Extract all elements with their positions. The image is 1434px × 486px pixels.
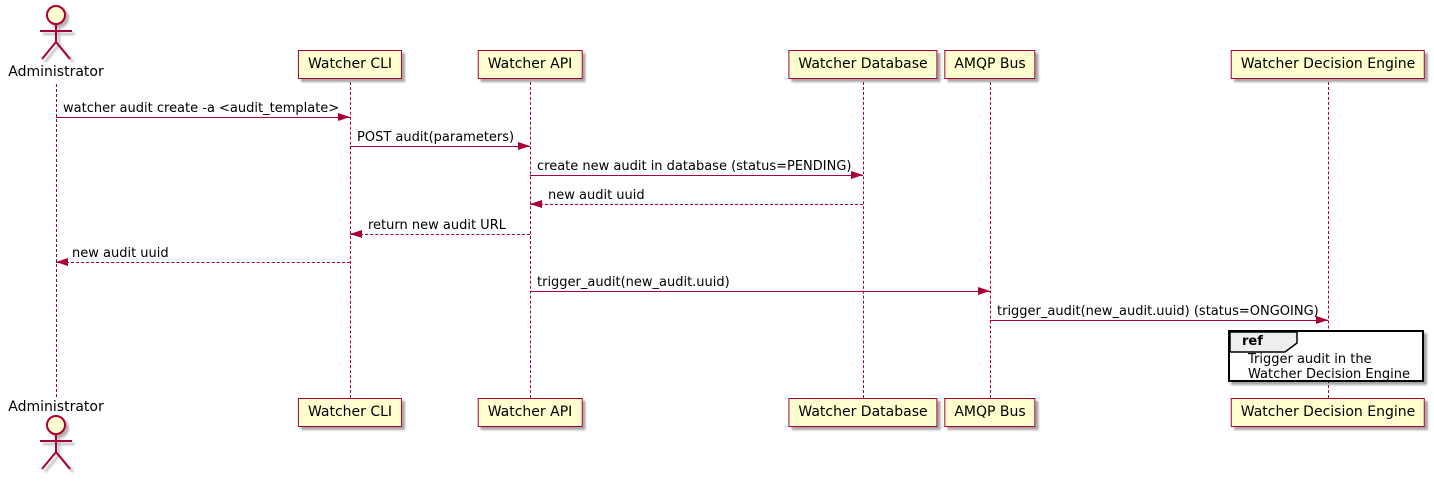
message-1-line — [56, 117, 350, 118]
ref-text-line-1: Trigger audit in the — [1248, 352, 1372, 367]
ref-keyword: ref — [1242, 334, 1263, 349]
ref-text-line-2: Watcher Decision Engine — [1248, 367, 1410, 382]
message-8-label: trigger_audit(new_audit.uuid) (status=ON… — [997, 304, 1319, 319]
participant-bottom-watcher-api: Watcher API — [477, 398, 583, 427]
participant-bottom-watcher-database: Watcher Database — [788, 398, 938, 427]
participant-top-watcher-api: Watcher API — [477, 50, 583, 79]
message-5-line — [350, 234, 530, 235]
lifeline-watcher-decision-engine — [1328, 82, 1329, 398]
participant-bottom-amqp-bus: AMQP Bus — [944, 398, 1036, 427]
participant-bottom-watcher-cli: Watcher CLI — [297, 398, 403, 427]
participant-top-watcher-cli: Watcher CLI — [297, 50, 403, 79]
message-1-label: watcher audit create -a <audit_template> — [63, 101, 340, 116]
message-7-label: trigger_audit(new_audit.uuid) — [537, 275, 730, 290]
message-4-line — [530, 204, 863, 205]
arrowhead-right-icon — [518, 142, 530, 150]
ref-fragment: ref Trigger audit in the Watcher Decisio… — [1228, 330, 1424, 382]
message-3-line — [530, 175, 863, 176]
lifeline-amqp-bus — [990, 82, 991, 398]
message-7-line — [530, 291, 990, 292]
message-5-label: return new audit URL — [368, 218, 506, 233]
message-2-line — [350, 146, 530, 147]
arrowhead-left-icon — [350, 230, 362, 238]
message-6-line — [56, 262, 350, 263]
actor-name-bottom: Administrator — [8, 399, 104, 415]
lifeline-administrator — [56, 84, 57, 397]
actor-name-top: Administrator — [8, 64, 104, 80]
actor-icon — [40, 415, 72, 470]
ref-text: Trigger audit in the Watcher Decision En… — [1248, 352, 1410, 382]
arrowhead-right-icon — [338, 113, 350, 121]
arrowhead-right-icon — [1316, 316, 1328, 324]
lifeline-watcher-database — [863, 82, 864, 398]
arrowhead-left-icon — [530, 200, 542, 208]
lifeline-watcher-cli — [350, 82, 351, 398]
participant-top-watcher-decision-engine: Watcher Decision Engine — [1230, 50, 1426, 79]
actor-icon — [40, 5, 72, 60]
ref-pentagon-icon — [1229, 331, 1298, 353]
message-4-label: new audit uuid — [548, 188, 645, 203]
message-6-label: new audit uuid — [72, 246, 169, 261]
message-3-label: create new audit in database (status=PEN… — [537, 159, 852, 174]
arrowhead-left-icon — [56, 258, 68, 266]
arrowhead-right-icon — [851, 171, 863, 179]
lifeline-watcher-api — [530, 82, 531, 398]
message-2-label: POST audit(parameters) — [357, 130, 515, 145]
participant-top-watcher-database: Watcher Database — [788, 50, 938, 79]
participant-top-amqp-bus: AMQP Bus — [944, 50, 1036, 79]
message-8-line — [990, 320, 1328, 321]
arrowhead-right-icon — [978, 287, 990, 295]
participant-bottom-watcher-decision-engine: Watcher Decision Engine — [1230, 398, 1426, 427]
